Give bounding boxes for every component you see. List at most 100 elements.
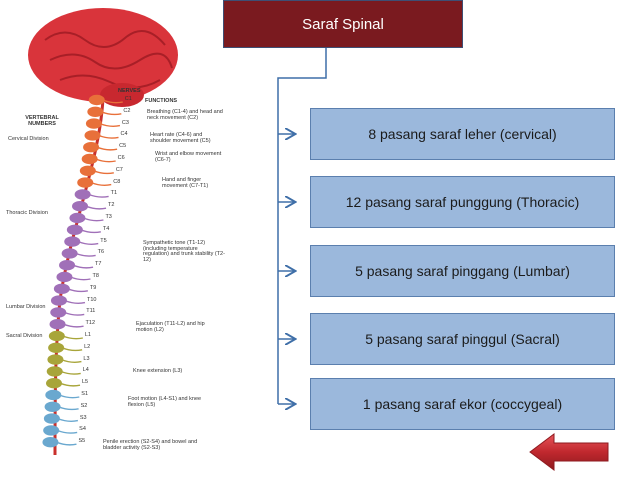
nerve-root bbox=[58, 406, 79, 411]
nerve-label: S4 bbox=[79, 426, 86, 433]
item-box-sacral: 5 pasang saraf pinggul (Sacral) bbox=[310, 313, 615, 365]
function-label: Breathing (C1-4) and head and neck movem… bbox=[147, 109, 223, 121]
nerve-root bbox=[62, 335, 83, 340]
vertebra bbox=[50, 295, 67, 306]
nerves-header: NERVES bbox=[118, 88, 141, 94]
item-box-thoracic: 12 pasang saraf punggung (Thoracic) bbox=[310, 176, 615, 228]
nerve-root bbox=[101, 111, 122, 116]
brain-folds bbox=[44, 30, 173, 89]
spinal-illustration bbox=[28, 8, 178, 456]
vertebra bbox=[64, 236, 81, 247]
vertebra bbox=[72, 201, 89, 212]
title-box: Saraf Spinal bbox=[223, 0, 463, 48]
nerve-root bbox=[85, 205, 107, 210]
item-box-coccygeal: 1 pasang saraf ekor (coccygeal) bbox=[310, 378, 615, 430]
nerve-root bbox=[67, 288, 89, 293]
vertebra bbox=[48, 342, 65, 353]
nerve-label: C7 bbox=[115, 166, 123, 173]
function-label: Penile erection (S2-S4) and bowel and bl… bbox=[103, 439, 198, 451]
nerve-root bbox=[61, 347, 83, 352]
item-box-lumbar: 5 pasang saraf pinggang (Lumbar) bbox=[310, 245, 615, 297]
vertebra bbox=[61, 248, 78, 259]
nerve-label: T1 bbox=[110, 190, 118, 197]
back-button[interactable] bbox=[528, 432, 610, 472]
nerve-label: L2 bbox=[84, 343, 91, 350]
cerebellum-icon bbox=[100, 83, 144, 107]
function-label: Foot motion (L4-S1) and knee flexion (L5… bbox=[128, 396, 202, 408]
nerve-label: T12 bbox=[85, 320, 96, 327]
item-label: 8 pasang saraf leher (cervical) bbox=[368, 126, 557, 142]
vertebra bbox=[48, 330, 65, 342]
nerve-label: L4 bbox=[82, 367, 89, 374]
function-label: Hand and finger movement (C7-T1) bbox=[162, 177, 209, 189]
nerve-root bbox=[98, 134, 119, 139]
vertebra bbox=[47, 354, 64, 365]
nerve-label: T3 bbox=[105, 214, 112, 220]
nerve-root bbox=[102, 99, 123, 104]
nerve-root bbox=[75, 252, 96, 257]
item-box-cervical: 8 pasang saraf leher (cervical) bbox=[310, 108, 615, 160]
vertebral-numbers-header: VERTEBRAL NUMBERS bbox=[25, 115, 59, 127]
nerve-root bbox=[57, 417, 79, 422]
vertebra bbox=[83, 142, 100, 153]
function-label: Knee extension (L3) bbox=[133, 368, 183, 374]
vertebra bbox=[66, 224, 83, 235]
division-label-thoracic: Thoracic Division bbox=[6, 210, 48, 216]
nerve-root bbox=[63, 323, 84, 328]
vertebra bbox=[88, 94, 105, 106]
nerve-root bbox=[63, 311, 85, 316]
nerve-label: T2 bbox=[108, 202, 115, 209]
vertebra bbox=[53, 283, 70, 294]
division-label-cervical: Cervical Division bbox=[8, 136, 49, 142]
nerve-root bbox=[93, 170, 114, 175]
vertebra bbox=[85, 118, 102, 129]
nerve-label: T5 bbox=[100, 237, 107, 244]
nerve-label: S2 bbox=[80, 402, 88, 409]
division-label-sacral: Sacral Division bbox=[6, 333, 43, 339]
vertebra bbox=[56, 271, 73, 283]
vertebra bbox=[50, 307, 67, 318]
item-label: 5 pasang saraf pinggang (Lumbar) bbox=[355, 263, 570, 279]
vertebra bbox=[74, 189, 91, 200]
nerve-label: S1 bbox=[81, 391, 89, 397]
nerve-label: C3 bbox=[121, 119, 129, 126]
nerve-root bbox=[95, 158, 116, 163]
nerve-root bbox=[99, 122, 121, 127]
nerve-root bbox=[59, 394, 80, 399]
nerve-label: C2 bbox=[123, 107, 131, 114]
nerve-root bbox=[61, 358, 82, 363]
vertebra bbox=[69, 212, 86, 224]
vertebrae-group bbox=[42, 94, 105, 448]
nerve-root bbox=[64, 299, 86, 304]
nerve-label: T9 bbox=[89, 284, 97, 291]
nerve-root bbox=[96, 146, 118, 151]
nerve-label: T6 bbox=[97, 249, 105, 256]
nerve-label: C8 bbox=[113, 178, 121, 185]
nerve-root bbox=[56, 441, 77, 446]
item-label: 12 pasang saraf punggung (Thoracic) bbox=[345, 194, 580, 210]
nerve-label: T8 bbox=[92, 273, 99, 279]
vertebra bbox=[44, 401, 61, 412]
functions-header: FUNCTIONS bbox=[145, 98, 178, 104]
page-title: Saraf Spinal bbox=[302, 15, 384, 33]
spinal-cord-figure: NERVES FUNCTIONS VERTEBRAL NUMBERS Cervi… bbox=[0, 0, 228, 479]
vertebra bbox=[59, 260, 76, 271]
nerve-root bbox=[80, 229, 101, 234]
nerve-root bbox=[56, 429, 78, 434]
nerve-label: T11 bbox=[86, 308, 96, 315]
nerve-label: C5 bbox=[119, 143, 127, 150]
nerve-root bbox=[59, 382, 81, 387]
vertebra bbox=[77, 177, 94, 188]
vertebra bbox=[43, 413, 60, 424]
nerve-root bbox=[88, 193, 109, 198]
nerve-label: S3 bbox=[79, 414, 87, 421]
nerve-label: C4 bbox=[120, 131, 128, 138]
nerve-label: L5 bbox=[82, 379, 89, 386]
nerve-lines-group bbox=[56, 99, 123, 446]
function-label: Sympathetic tone (T1-12) (including temp… bbox=[143, 240, 225, 263]
division-label-lumbar: Lumbar Division bbox=[6, 304, 46, 310]
nerve-root bbox=[72, 264, 94, 269]
item-label: 1 pasang saraf ekor (coccygeal) bbox=[362, 396, 563, 412]
nerve-root bbox=[77, 240, 99, 245]
nerve-root bbox=[60, 370, 81, 375]
